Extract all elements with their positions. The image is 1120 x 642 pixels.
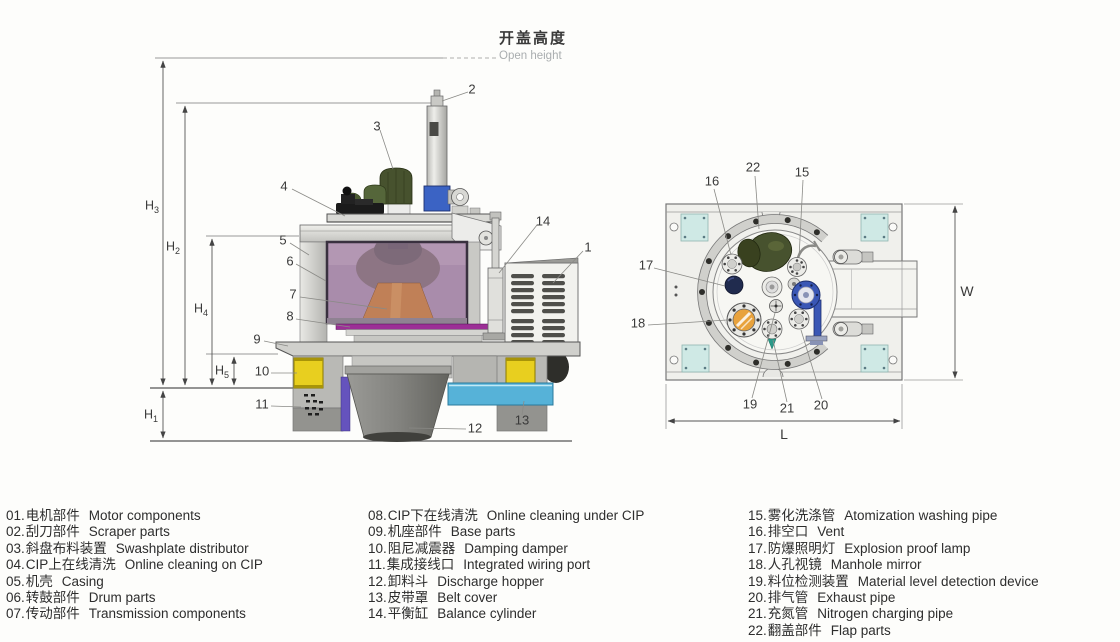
dim-label-h1: H1	[143, 407, 159, 424]
atomization-flange-shape	[787, 257, 807, 277]
dim-label-h3: H3	[144, 198, 160, 215]
ring-bolts	[699, 217, 820, 367]
drum-through-window-shape	[328, 243, 466, 322]
manhole-mirror-shape	[726, 302, 762, 338]
reference-lines	[150, 57, 572, 442]
callout-17: 17	[638, 257, 654, 273]
callout-7: 7	[289, 286, 297, 302]
leader-lines-left	[263, 91, 584, 430]
dim-label-l: L	[780, 426, 788, 442]
callout-12: 12	[467, 420, 483, 436]
callout-19: 19	[742, 396, 758, 412]
leader-lines-right	[647, 175, 823, 403]
dim-label-h2: H2	[165, 239, 181, 256]
callout-5: 5	[279, 232, 287, 248]
callout-20: 20	[813, 397, 829, 413]
level-sensor-shape	[769, 299, 783, 313]
top-view	[647, 175, 963, 429]
base-and-legs-shape	[275, 341, 581, 442]
exhaust-blower-shape	[791, 280, 828, 345]
scraper-cylinder-shape	[423, 89, 469, 212]
callout-10: 10	[254, 363, 270, 379]
pad-corner-bolts	[683, 216, 886, 370]
plan-dimension-lines	[665, 203, 963, 429]
callout-21: 21	[779, 400, 795, 416]
callout-4: 4	[280, 178, 288, 194]
casing-shape	[299, 212, 502, 346]
dim-label-h5: H5	[214, 363, 230, 380]
open-height-zh: 开盖高度	[499, 30, 568, 47]
hinge-assemblies	[832, 249, 874, 337]
open-height-en: Open height	[499, 50, 562, 62]
open-height-label: 开盖高度 Open height	[499, 30, 567, 64]
motor-cover-shape	[504, 257, 579, 346]
balance-cylinder-shape	[482, 211, 509, 341]
explosion-proof-lamp-shape	[724, 275, 744, 295]
callout-3: 3	[373, 118, 381, 134]
callout-11: 11	[255, 396, 269, 412]
callout-14: 14	[535, 213, 551, 229]
callout-15: 15	[794, 164, 810, 180]
vent-flange-shape	[721, 253, 743, 275]
exhaust-flange-shape	[788, 308, 810, 330]
callout-22: 22	[745, 159, 761, 175]
lid-fittings	[721, 232, 828, 350]
callout-6: 6	[286, 253, 294, 269]
callout-1: 1	[584, 239, 592, 255]
plate-holes	[669, 222, 898, 365]
side-view	[150, 57, 584, 442]
nitrogen-flange-shape	[761, 318, 783, 350]
dim-label-w: W	[960, 283, 974, 299]
callout-8: 8	[286, 308, 294, 324]
motor-head-assembly-shape	[326, 167, 500, 223]
dim-label-h4: H4	[193, 301, 209, 318]
callout-16: 16	[704, 173, 720, 189]
callout-2: 2	[468, 81, 476, 97]
callout-9: 9	[253, 331, 261, 347]
center-flange-shape	[761, 276, 783, 298]
height-dimension-lines	[160, 60, 237, 439]
callout-18: 18	[630, 315, 646, 331]
callout-13: 13	[514, 412, 530, 428]
wiring-port-dots	[304, 394, 323, 416]
